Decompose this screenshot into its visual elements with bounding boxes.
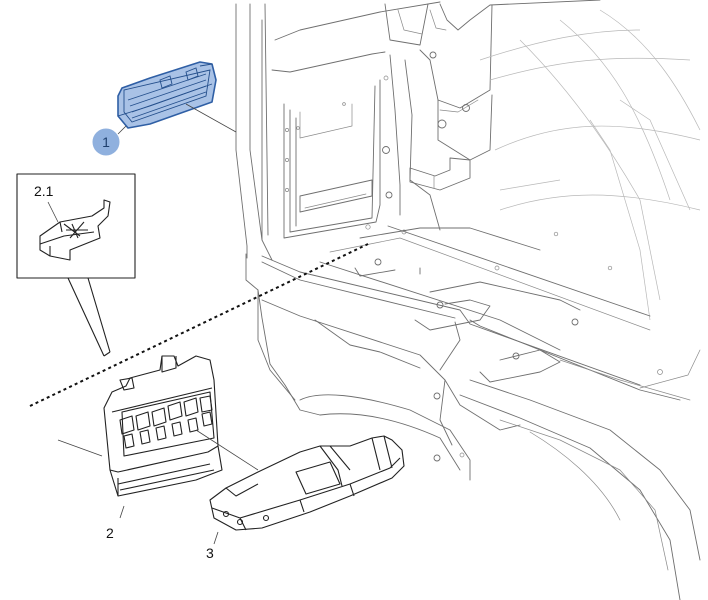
assembly-dashed-line <box>29 243 369 407</box>
part-1-vent-highlighted[interactable] <box>117 61 217 129</box>
callout-2-1-label: 2.1 <box>34 183 54 199</box>
part-3-leader-line <box>213 531 219 545</box>
part-2-to-part-3-line <box>195 429 259 471</box>
part-1-leader-line <box>185 103 237 133</box>
callout-1-badge[interactable]: 1 <box>92 128 120 156</box>
callout-1-leader <box>117 125 127 135</box>
part-2-control-unit[interactable] <box>103 355 223 497</box>
callout-2-label: 2 <box>106 525 114 541</box>
inset-pointer <box>67 277 111 357</box>
vehicle-body-outline <box>235 0 701 600</box>
callout-3-label: 3 <box>206 545 214 561</box>
detail-inset-2-1: 2.1 <box>16 173 136 279</box>
part-2-leader-line <box>119 505 125 519</box>
callout-1-label: 1 <box>102 134 110 150</box>
part-3-bracket[interactable] <box>209 435 405 531</box>
